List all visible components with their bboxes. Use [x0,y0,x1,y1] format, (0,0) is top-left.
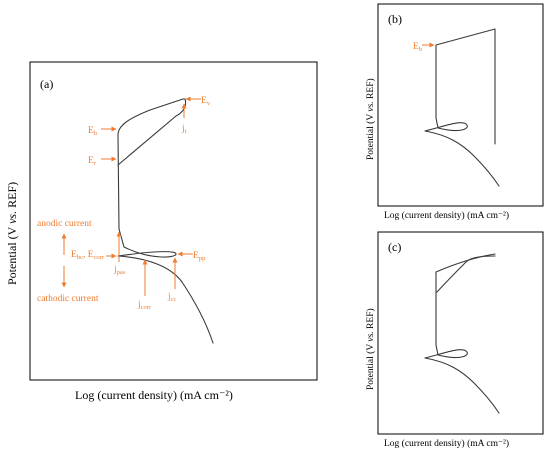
panel-a-x-axis-label: Log (current density) (mA cm⁻²) [75,388,233,402]
panel-a-forward-scan-curve [117,98,186,258]
panel-a-y-axis-label: Potential (V vs. REF) [5,182,19,285]
panel-a-eb-label: Eb [88,126,97,137]
panel-c-y-axis-label: Potential (V vs. REF) [365,308,376,390]
panel-c-cathodic-branch-curve [424,357,500,414]
panel-a-jcc-label: jcc [167,292,177,303]
panel-a-jpas-label: jpas [113,265,126,276]
panel-b-cathodic-branch-curve [424,130,500,187]
panel-a-frame [29,61,318,381]
panel-b-forward-scan-curve [424,28,496,145]
panel-c-forward-scan-curve [424,253,496,359]
panel-c-label: (c) [388,240,401,254]
panel-c-reverse-scan-curve [436,255,496,293]
panel-a-label: (a) [40,77,53,91]
panel-a: (a) Potential (V vs. REF) Log (current d… [5,61,318,402]
panel-b: (b) Potential (V vs. REF) Log (current d… [365,3,544,221]
panel-c: (c) Potential (V vs. REF) Log (current d… [365,231,544,449]
panel-a-er-label: Er [88,156,97,167]
panel-a-ev-label: Ev [201,96,211,107]
panel-b-eb-label: Eb [413,42,422,53]
panel-c-x-axis-label: Log (current density) (mA cm⁻²) [384,438,509,449]
panel-b-y-axis-label: Potential (V vs. REF) [365,78,376,160]
panel-a-jt-label: jt [181,124,187,135]
panel-a-cathodic-current-label: cathodic current [37,294,99,304]
panel-b-x-axis-label: Log (current density) (mA cm⁻²) [384,210,509,221]
panel-a-jcorr-label: jcorr [137,300,152,311]
panel-c-frame [377,231,544,435]
panel-a-epp-label: Epp [193,251,205,262]
panel-b-frame [377,3,544,207]
panel-a-anodic-current-label: anodic current [37,219,92,229]
panel-b-label: (b) [388,12,402,26]
panel-a-ebc-ecorr-label: Ebc, Ecorr [71,250,105,261]
